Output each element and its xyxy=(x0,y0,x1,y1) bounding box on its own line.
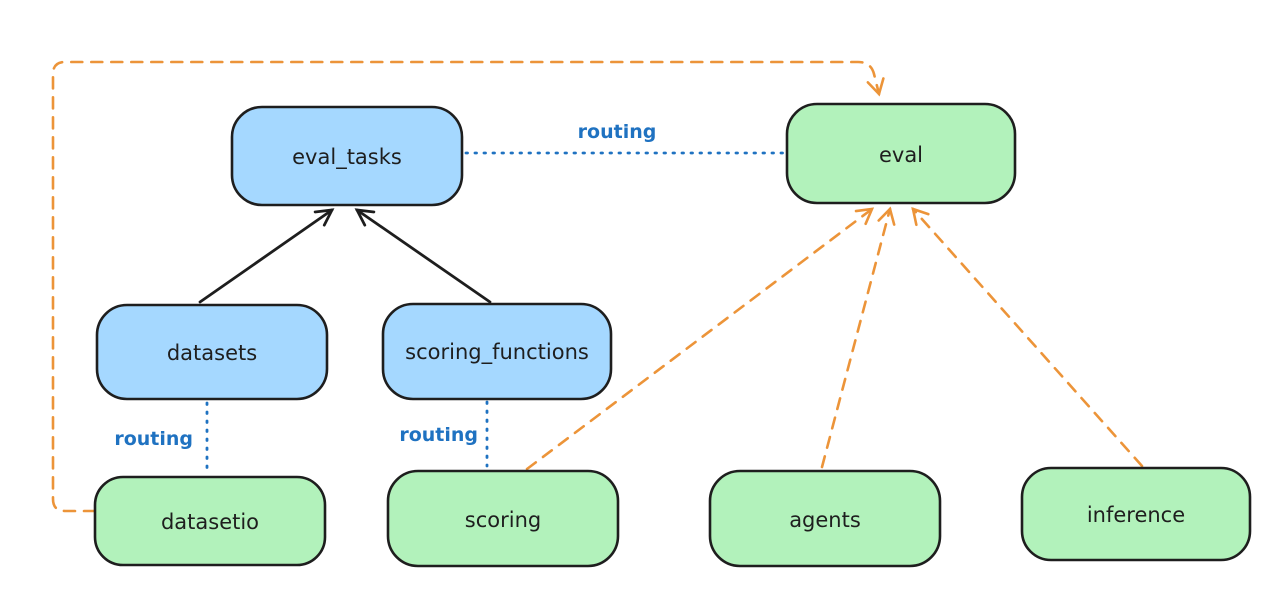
node-datasetio-label: datasetio xyxy=(161,510,259,534)
node-agents-box xyxy=(708,469,942,568)
node-scoring: scoring xyxy=(386,469,620,568)
node-scoring-functions-label: scoring_functions xyxy=(405,340,589,365)
node-eval-label: eval xyxy=(879,143,923,167)
node-scoring-functions-box xyxy=(381,302,613,401)
node-scoring-box xyxy=(386,469,620,568)
routing-label-datasetio: routing xyxy=(114,428,193,450)
routing-label-scoring: routing xyxy=(399,424,478,446)
node-eval: eval xyxy=(785,102,1017,205)
edge-inference-to-eval xyxy=(911,207,1144,468)
node-datasets: datasets xyxy=(95,303,329,401)
node-eval-box xyxy=(785,102,1017,205)
node-datasets-box xyxy=(95,303,329,401)
node-inference-label: inference xyxy=(1087,503,1185,527)
node-agents: agents xyxy=(708,469,942,568)
edge-datasets-to-eval-tasks xyxy=(198,208,335,304)
edge-datasetio-to-eval xyxy=(51,60,885,513)
node-agents-label: agents xyxy=(789,508,861,532)
edge-agents-to-eval xyxy=(820,206,896,469)
node-eval-tasks-box xyxy=(230,105,464,207)
node-inference: inference xyxy=(1020,466,1252,562)
node-inference-box xyxy=(1020,466,1252,562)
edge-scoring-functions-to-eval-tasks xyxy=(354,208,492,304)
node-datasetio: datasetio xyxy=(93,475,327,567)
edge-scoring-to-eval xyxy=(525,207,875,471)
node-scoring-label: scoring xyxy=(465,508,541,532)
node-eval-tasks: eval_tasks xyxy=(230,105,464,207)
routing-label-eval: routing xyxy=(578,121,657,143)
node-datasets-label: datasets xyxy=(167,341,257,365)
node-scoring-functions: scoring_functions xyxy=(381,302,613,401)
node-datasetio-box xyxy=(93,475,327,567)
node-eval-tasks-label: eval_tasks xyxy=(292,145,402,170)
